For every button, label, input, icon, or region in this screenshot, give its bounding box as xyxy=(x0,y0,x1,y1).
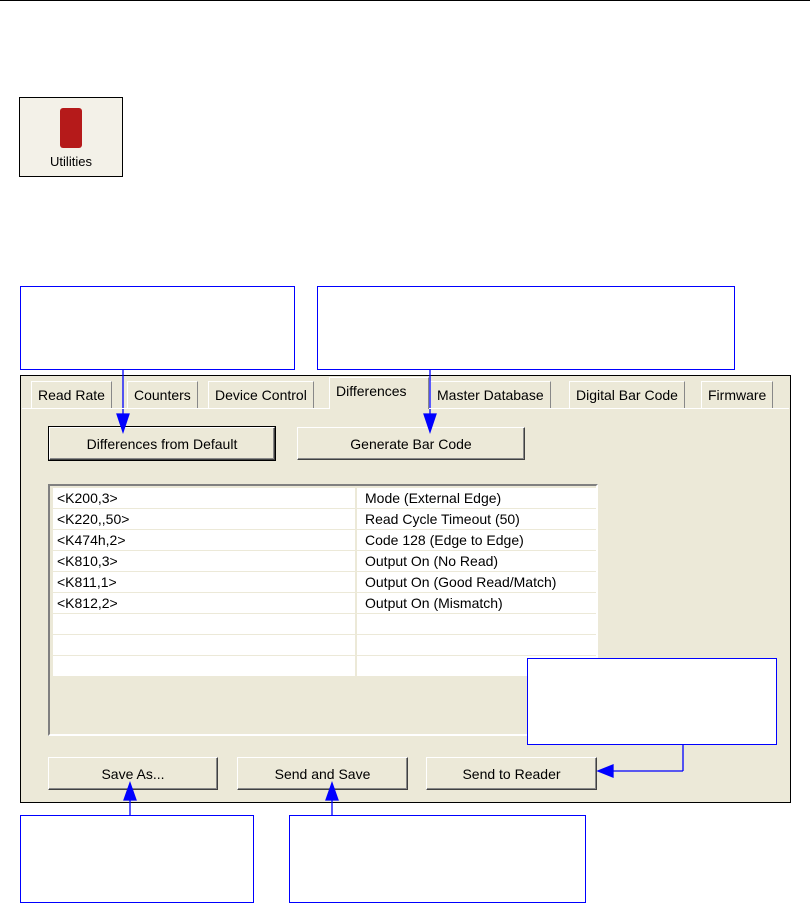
differences-list[interactable]: <K200,3> Mode (External Edge) <K220,,50> Re… xyxy=(48,484,598,736)
differences-from-default-button[interactable]: Differences from Default xyxy=(48,426,276,461)
page-rule xyxy=(0,0,810,1)
list-row[interactable]: <K220,,50> Read Cycle Timeout (50) xyxy=(53,509,596,530)
list-row[interactable] xyxy=(53,614,596,635)
tab-counters[interactable]: Counters xyxy=(127,381,198,408)
tab-differences[interactable]: Differences xyxy=(329,377,429,409)
callout-generate xyxy=(317,286,735,370)
send-and-save-button[interactable]: Send and Save xyxy=(237,757,408,790)
row-description: Output On (Good Read/Match) xyxy=(355,572,556,593)
row-code: <K810,3> xyxy=(57,553,118,569)
tab-master-database[interactable]: Master Database xyxy=(430,381,551,408)
row-code: <K811,1> xyxy=(57,574,117,590)
row-code: <K812,2> xyxy=(57,595,118,611)
toolbox-icon xyxy=(60,108,82,148)
list-row[interactable]: <K811,1> Output On (Good Read/Match) xyxy=(53,572,596,593)
row-description: Code 128 (Edge to Edge) xyxy=(355,530,524,551)
callout-send-to-reader xyxy=(527,658,777,745)
row-description xyxy=(355,614,365,635)
utilities-button[interactable]: Utilities xyxy=(19,97,123,177)
list-row[interactable] xyxy=(53,635,596,656)
list-row[interactable]: <K812,2> Output On (Mismatch) xyxy=(53,593,596,614)
send-to-reader-button[interactable]: Send to Reader xyxy=(426,757,597,790)
callout-differences xyxy=(20,286,295,370)
row-code: <K200,3> xyxy=(57,490,118,506)
row-code: <K474h,2> xyxy=(57,532,126,548)
utilities-label: Utilities xyxy=(50,154,92,169)
list-row[interactable]: <K810,3> Output On (No Read) xyxy=(53,551,596,572)
tab-read-rate[interactable]: Read Rate xyxy=(31,381,112,408)
callout-send-and-save xyxy=(289,815,586,903)
tab-firmware[interactable]: Firmware xyxy=(701,381,774,408)
generate-bar-code-button[interactable]: Generate Bar Code xyxy=(297,427,525,460)
save-as-button[interactable]: Save As... xyxy=(48,757,218,790)
tab-digital-bar-code[interactable]: Digital Bar Code xyxy=(569,381,685,408)
row-description: Read Cycle Timeout (50) xyxy=(355,509,520,530)
row-code: <K220,,50> xyxy=(57,511,130,527)
row-description xyxy=(355,635,365,656)
list-row[interactable]: <K200,3> Mode (External Edge) xyxy=(53,488,596,509)
row-description xyxy=(355,656,365,677)
list-row[interactable] xyxy=(53,656,596,677)
row-description: Mode (External Edge) xyxy=(355,488,501,509)
list-row[interactable]: <K474h,2> Code 128 (Edge to Edge) xyxy=(53,530,596,551)
row-description: Output On (No Read) xyxy=(355,551,498,572)
tab-device-control[interactable]: Device Control xyxy=(208,381,314,408)
callout-save-as xyxy=(20,815,254,903)
row-description: Output On (Mismatch) xyxy=(355,593,503,614)
